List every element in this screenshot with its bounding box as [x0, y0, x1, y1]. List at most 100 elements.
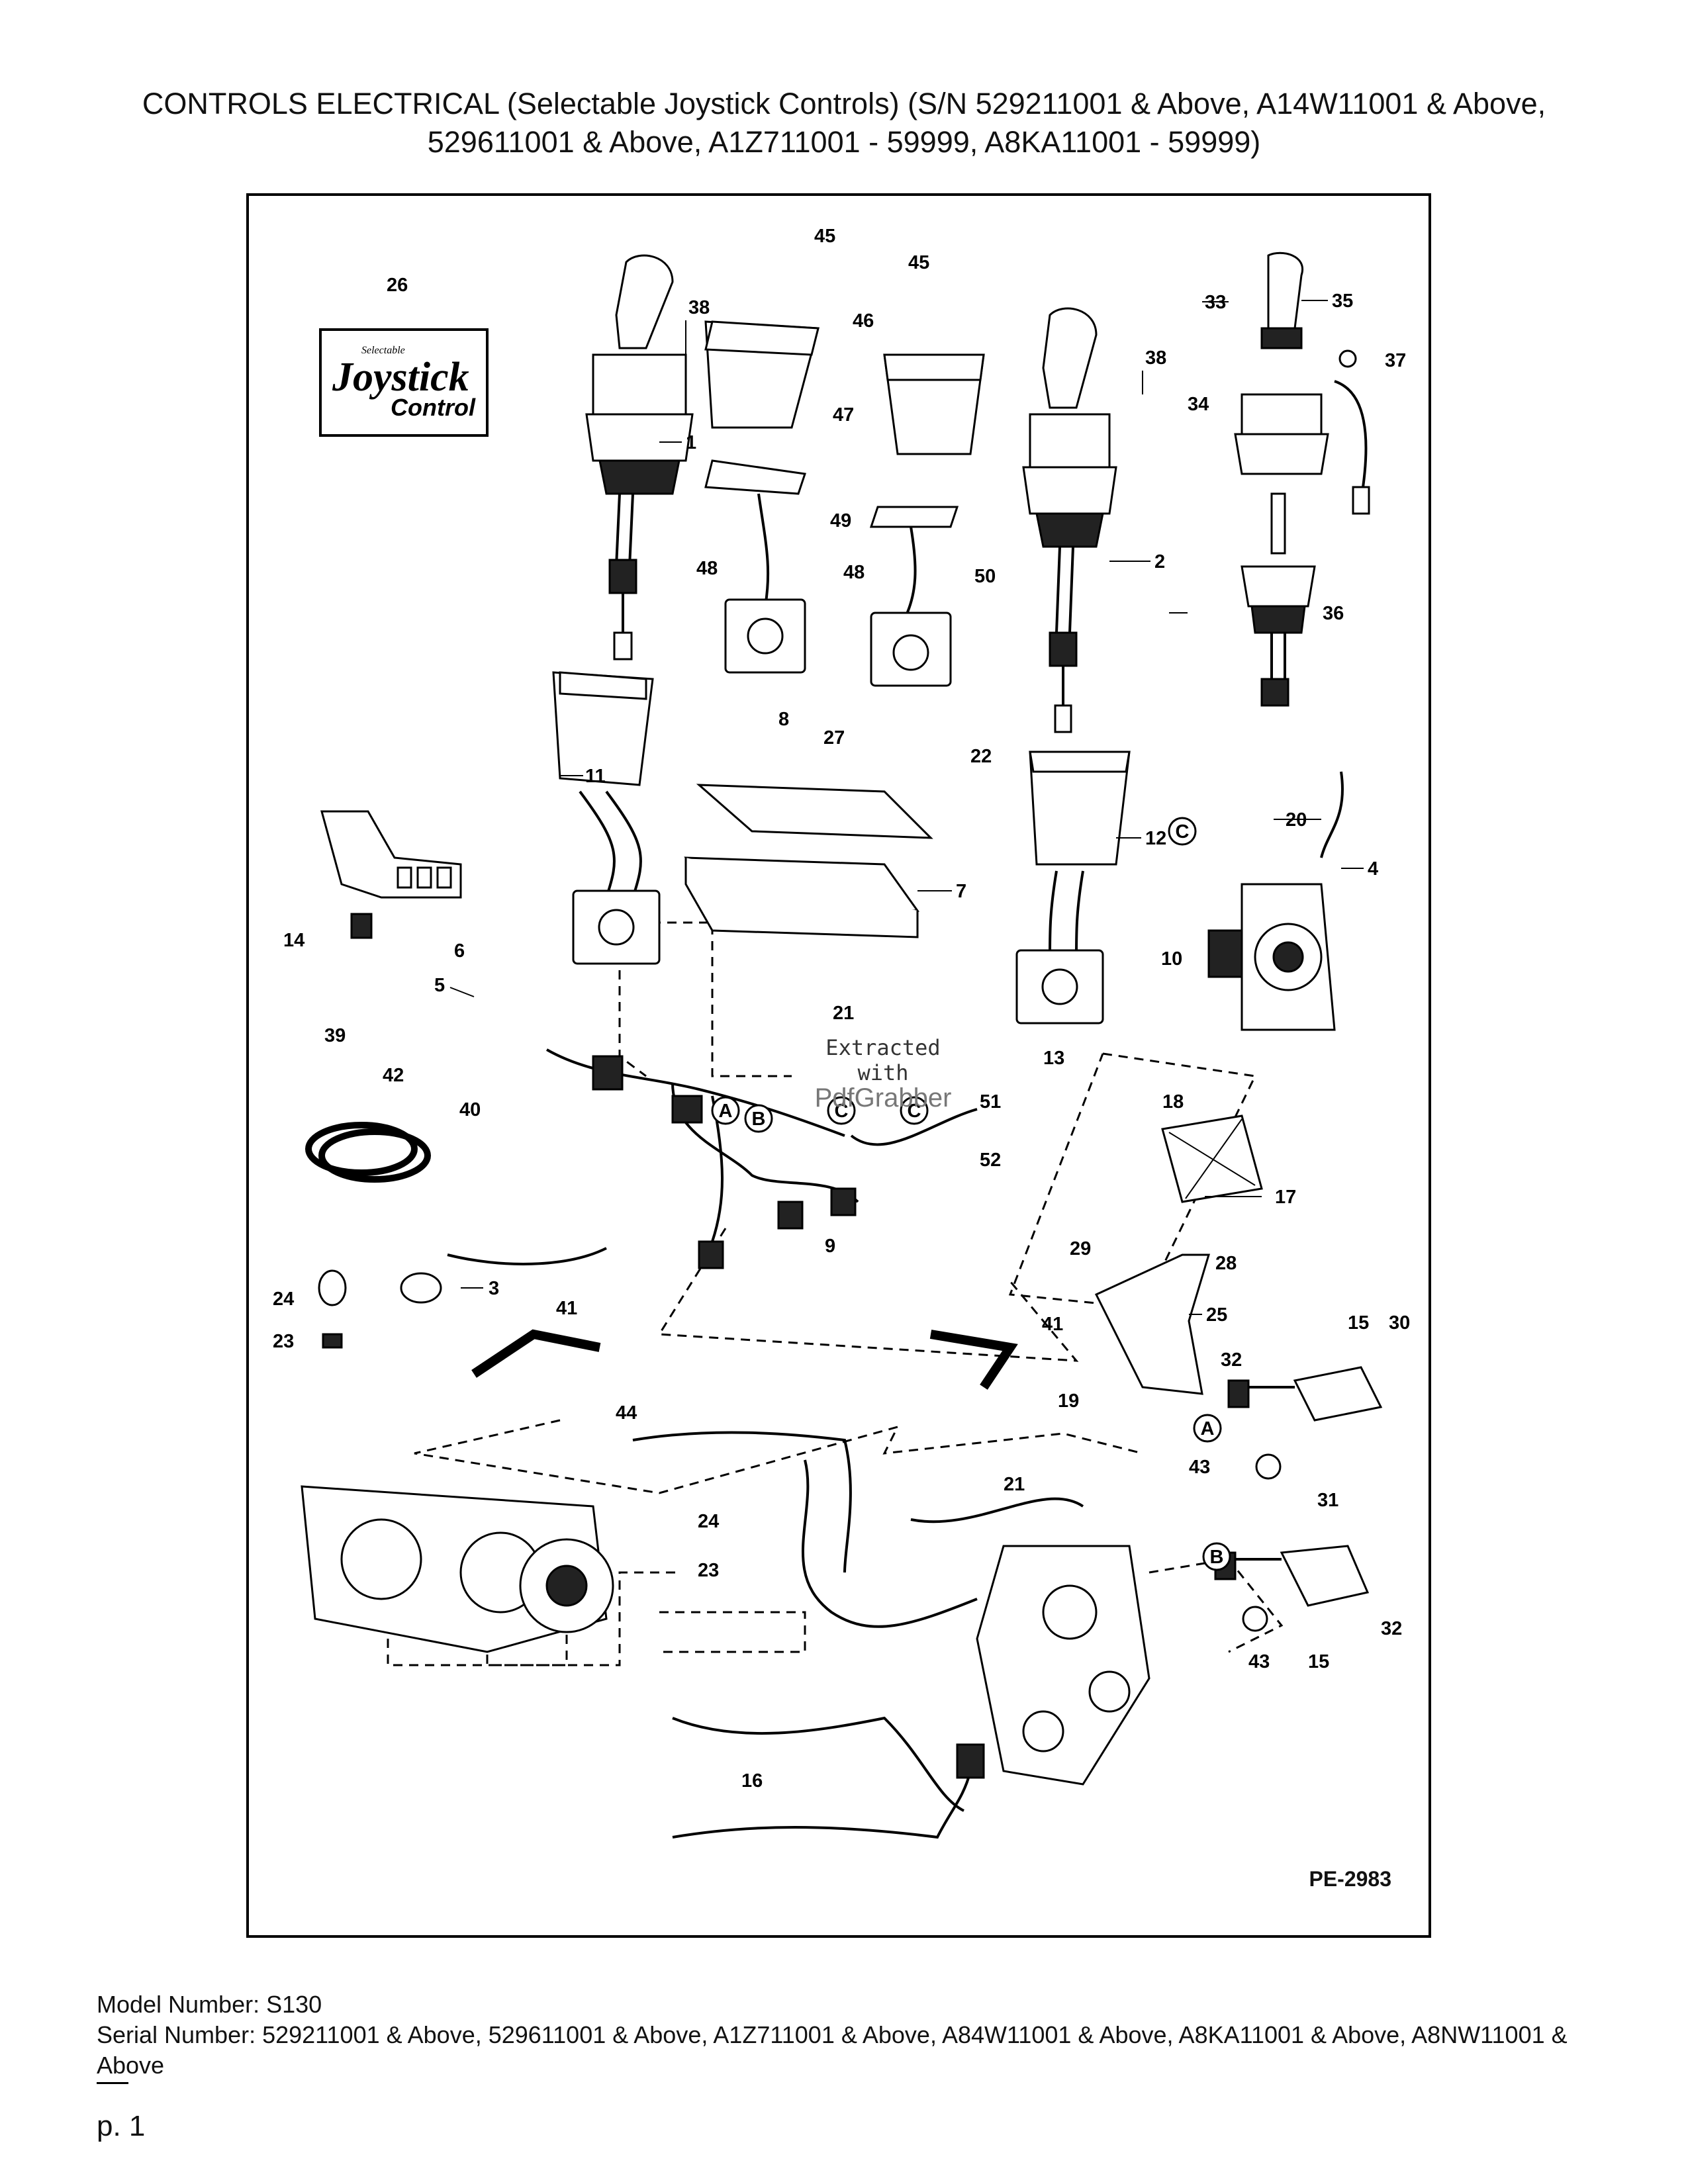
callout-5: 5	[434, 975, 445, 996]
controller-module-7	[684, 784, 933, 938]
callout-24b: 24	[698, 1511, 719, 1532]
callout-16: 16	[741, 1770, 763, 1792]
page-title: CONTROLS ELECTRICAL (Selectable Joystick…	[142, 87, 1546, 159]
callout-10: 10	[1161, 948, 1182, 970]
callout-8: 8	[778, 709, 789, 730]
callout-23b: 23	[698, 1560, 719, 1581]
sensor-assembly-4	[1207, 771, 1344, 1031]
callout-17: 17	[1275, 1187, 1296, 1208]
callout-19: 19	[1058, 1390, 1079, 1412]
wiring-harness-9	[447, 1048, 978, 1269]
callout-3: 3	[489, 1278, 499, 1299]
callout-45: 45	[814, 226, 835, 247]
callout-43: 43	[1189, 1457, 1210, 1478]
callout-34: 34	[1188, 394, 1209, 415]
callout-28: 28	[1215, 1253, 1237, 1274]
ref-letter-c: C	[1176, 821, 1190, 842]
callout-32b: 32	[1381, 1618, 1402, 1639]
callout-37: 37	[1385, 350, 1406, 371]
callout-21: 21	[833, 1003, 854, 1024]
page-number: p. 1	[97, 2110, 146, 2142]
callout-30: 30	[1389, 1312, 1410, 1334]
ref-letter-b: B	[752, 1109, 766, 1130]
wiring-harness-44	[632, 1431, 1084, 1628]
reference-letter-labels: C A B C C A B	[719, 821, 1224, 1568]
callout-1: 1	[686, 432, 696, 453]
footer-rule	[97, 2082, 128, 2084]
ref-letter-a: A	[1201, 1418, 1215, 1439]
watermark-line-1: Extracted	[825, 1035, 941, 1060]
boot-11	[552, 671, 661, 965]
callout-12: 12	[1145, 828, 1166, 849]
joystick-left-assembly	[585, 254, 694, 660]
callout-35: 35	[1332, 291, 1353, 312]
parts-diagram-frame: C A B C C A B 1 2 3 4 5 6 7 8 9 10 11 12…	[246, 193, 1431, 1938]
small-hardware	[318, 1269, 1018, 1390]
callout-48: 48	[696, 558, 718, 579]
handle-covers-46	[704, 320, 985, 687]
callout-13: 13	[1043, 1048, 1064, 1069]
boot-12	[1015, 751, 1131, 1024]
callout-38: 38	[688, 297, 710, 318]
callout-51: 51	[980, 1091, 1001, 1113]
callout-45b: 45	[908, 252, 929, 273]
callout-26: 26	[387, 275, 408, 296]
solenoid-15-lower	[1214, 1545, 1370, 1632]
joystick-alt-handle	[1234, 251, 1370, 707]
callout-36: 36	[1323, 603, 1344, 624]
callout-21b: 21	[1004, 1474, 1025, 1495]
callout-27: 27	[823, 727, 845, 749]
callout-31: 31	[1317, 1490, 1338, 1511]
drawing-number: PE-2983	[1309, 1867, 1391, 1891]
callout-25: 25	[1206, 1304, 1227, 1326]
callout-11: 11	[585, 766, 606, 787]
callout-48b: 48	[843, 562, 865, 583]
watermark-line-2: with	[857, 1060, 909, 1085]
exploded-parts-diagram: C A B C C A B 1 2 3 4 5 6 7 8 9 10 11 12…	[273, 226, 1410, 1839]
callout-38b: 38	[1145, 347, 1166, 369]
callout-47: 47	[833, 404, 854, 426]
callout-46: 46	[853, 310, 874, 332]
callout-32: 32	[1221, 1349, 1242, 1371]
logo-main-text: Joystick	[332, 355, 469, 400]
callout-44: 44	[616, 1402, 637, 1424]
callout-41b: 41	[1042, 1314, 1063, 1335]
extraction-watermark: Extracted with PdfGrabber	[777, 1035, 989, 1111]
callout-49: 49	[830, 510, 851, 531]
callout-39: 39	[324, 1025, 346, 1046]
callout-2: 2	[1154, 551, 1165, 572]
reference-letter-circles	[711, 817, 1231, 1571]
callout-15b: 15	[1308, 1651, 1329, 1672]
callout-14: 14	[283, 930, 305, 951]
ref-letter-c: C	[835, 1101, 849, 1122]
switch-panel-14	[305, 810, 462, 1183]
serial-number: Serial Number: 529211001 & Above, 529611…	[97, 2021, 1568, 2079]
callout-41: 41	[556, 1298, 577, 1319]
callout-52: 52	[980, 1150, 1001, 1171]
cover-plate-17	[1094, 1115, 1263, 1395]
callout-18: 18	[1162, 1091, 1184, 1113]
callout-7: 7	[956, 881, 966, 902]
callout-15: 15	[1348, 1312, 1369, 1334]
logo-sub-text: Control	[391, 394, 476, 421]
callout-22: 22	[970, 746, 992, 767]
callout-4: 4	[1368, 858, 1378, 880]
solenoid-15-upper	[1227, 1366, 1383, 1480]
callout-leader-lines	[449, 300, 1364, 1315]
callout-43b: 43	[1248, 1651, 1270, 1672]
ref-letter-a: A	[719, 1101, 733, 1122]
hydrostatic-pump-assembly	[301, 1485, 614, 1653]
joystick-right-assembly	[1022, 307, 1117, 733]
logo-small-text: Selectable	[361, 345, 405, 356]
callout-23: 23	[273, 1331, 294, 1352]
ref-letter-b: B	[1210, 1547, 1224, 1568]
watermark-brand: PdfGrabber	[814, 1083, 952, 1113]
control-valve-assembly	[976, 1545, 1150, 1786]
callout-42: 42	[383, 1065, 404, 1086]
selectable-joystick-control-logo: Selectable Joystick Control	[318, 327, 490, 438]
callout-40: 40	[459, 1099, 481, 1120]
callout-9: 9	[825, 1236, 835, 1257]
ref-letter-c: C	[908, 1101, 921, 1122]
model-number: Model Number: S130	[97, 1991, 322, 2018]
callout-29: 29	[1070, 1238, 1091, 1259]
